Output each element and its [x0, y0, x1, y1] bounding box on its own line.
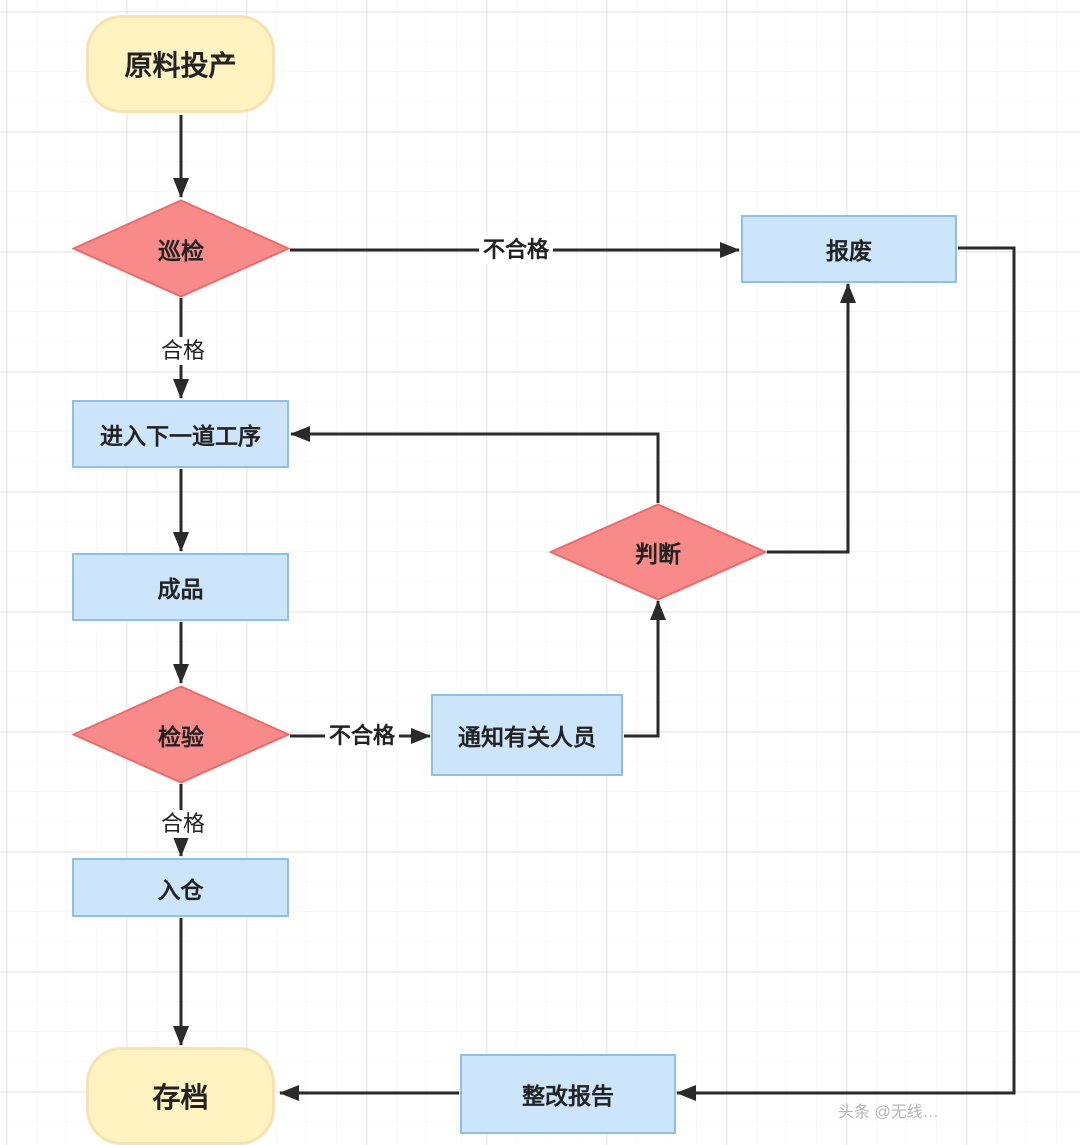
inspection-decision: 检验: [72, 685, 290, 784]
connector-layer: [173, 115, 1016, 1101]
scrap-label: 报废: [826, 238, 872, 264]
scrap-node: 报废: [741, 215, 957, 283]
archive-node: 存档: [86, 1047, 275, 1145]
finished-product-node: 成品: [72, 553, 289, 621]
patrol-pass-edge-label: 合格: [156, 337, 210, 365]
arrow-scrap-to-report: [676, 246, 1016, 1101]
notify-node: 通知有关人员: [431, 694, 623, 776]
inspect-pass-edge-label: 合格: [156, 810, 210, 838]
patrol-check-label: 巡检: [158, 237, 204, 264]
inspect-fail-edge-label: 不合格: [324, 722, 400, 750]
rectify-report-node: 整改报告: [460, 1054, 676, 1134]
warehouse-in-node: 入仓: [72, 858, 289, 917]
arrow-notify-to-judge: [624, 600, 666, 738]
judge-label: 判断: [635, 541, 681, 567]
next-process-label: 进入下一道工序: [100, 423, 261, 449]
start-node: 原料投产: [86, 15, 275, 113]
arrow-judge-to-next: [290, 426, 660, 503]
finished-product-label: 成品: [157, 576, 204, 602]
arrow-judge-to-scrap: [767, 283, 856, 554]
next-process-node: 进入下一道工序: [72, 400, 289, 468]
judge-decision: 判断: [549, 503, 767, 601]
warehouse-in-label: 入仓: [157, 876, 204, 903]
patrol-check-decision: 巡检: [72, 199, 290, 298]
patrol-fail-edge-label: 不合格: [478, 236, 554, 264]
watermark-text: 头条 @无线…: [838, 1104, 939, 1121]
start-node-label: 原料投产: [124, 50, 237, 81]
rectify-report-label: 整改报告: [522, 1083, 614, 1109]
notify-label: 通知有关人员: [458, 724, 596, 750]
inspection-label: 检验: [158, 723, 204, 750]
archive-label: 存档: [152, 1082, 209, 1113]
